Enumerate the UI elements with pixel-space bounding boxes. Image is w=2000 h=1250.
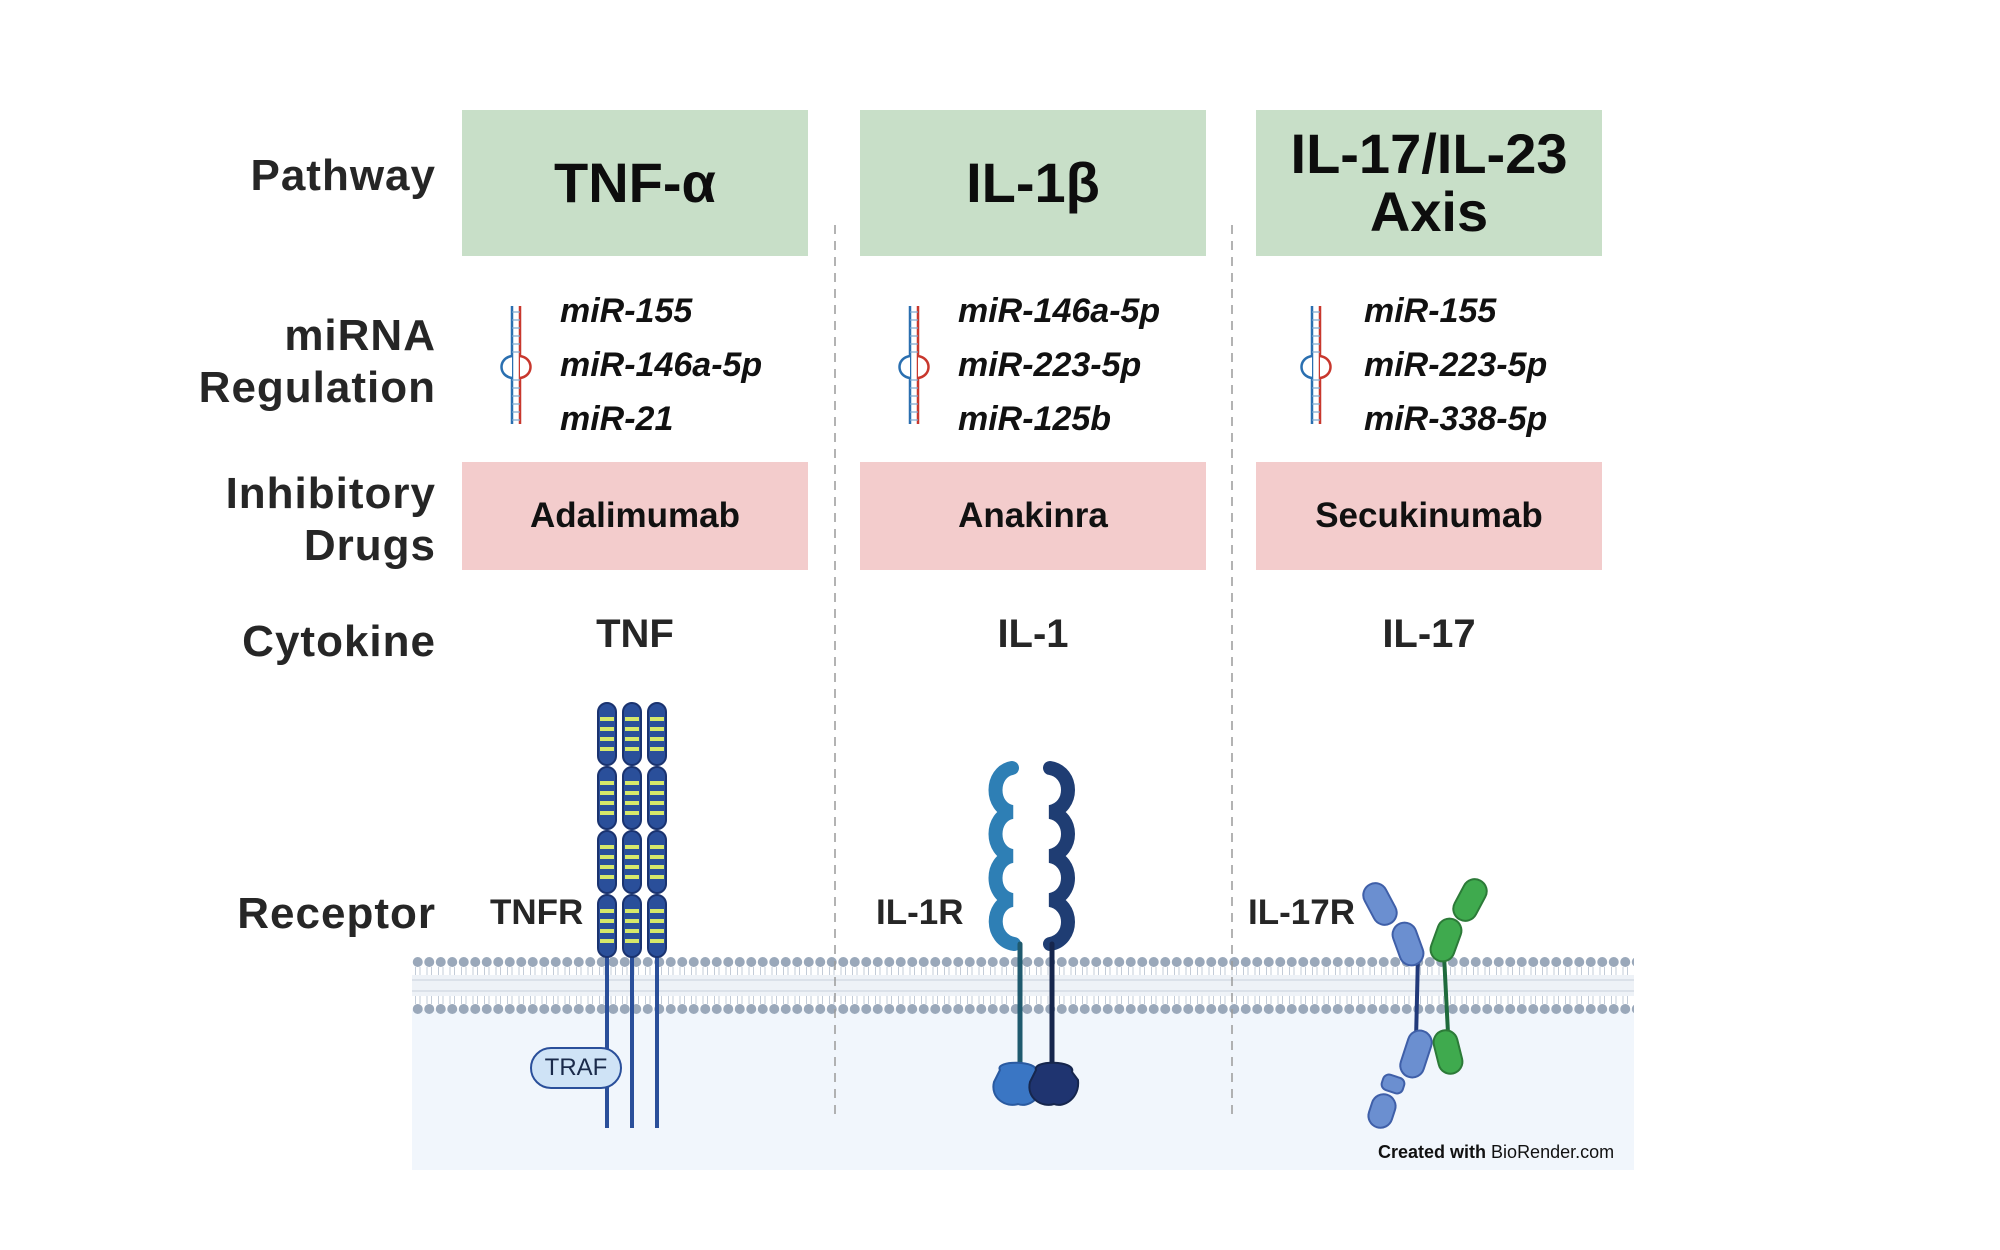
- credit-brand: BioRender.com: [1491, 1142, 1615, 1162]
- row-label-mirna-line1: miRNA: [284, 311, 436, 360]
- pathway-title-il17-line2: Axis: [1369, 180, 1489, 243]
- pathway-title-tnf: TNF-α: [554, 151, 716, 214]
- row-label-drugs-line1: Inhibitory: [225, 469, 436, 518]
- drug-name: Adalimumab: [529, 496, 741, 535]
- receptor-label-il17r: IL-17R: [1248, 893, 1355, 932]
- mirna-item: miR-21: [560, 400, 674, 438]
- mirna-item: miR-125b: [958, 400, 1112, 438]
- mirna-item: miR-223-5p: [1364, 346, 1548, 384]
- mirna-hairpin-icon: [500, 304, 532, 426]
- pathway-title-il1: IL-1β: [966, 151, 1100, 214]
- drug-box-adalimumab: Adalimumab: [462, 462, 808, 570]
- mirna-item: miR-155: [560, 292, 693, 330]
- receptor-label-il1r: IL-1R: [876, 893, 964, 932]
- drug-box-anakinra: Anakinra: [860, 462, 1206, 570]
- mirna-item: miR-155: [1364, 292, 1497, 330]
- cell-membrane: [412, 955, 1634, 1016]
- pathway-box-il17: IL-17/IL-23 Axis: [1256, 110, 1602, 256]
- mirna-item: miR-338-5p: [1364, 400, 1548, 438]
- il17r-receptor: [1362, 878, 1488, 1129]
- mirna-hairpin-icon: [1300, 304, 1332, 426]
- cytokine-tnf: TNF: [596, 612, 674, 656]
- row-label-cytokine: Cytokine: [242, 617, 436, 666]
- row-label-mirna-line2: Regulation: [198, 363, 436, 412]
- row-label-pathway: Pathway: [250, 151, 436, 200]
- cytokine-il1: IL-1: [997, 612, 1069, 656]
- credit-prefix: Created with: [1378, 1142, 1487, 1162]
- drug-box-secukinumab: Secukinumab: [1256, 462, 1602, 570]
- mirna-item: miR-146a-5p: [958, 292, 1161, 330]
- pathway-box-il1: IL-1β: [860, 110, 1206, 256]
- traf-adapter: [530, 1047, 622, 1089]
- row-label-drugs: Inhibitory Drugs: [226, 468, 436, 572]
- il1r-receptor: [988, 761, 1080, 1106]
- mirna-list-il1: miR-146a-5p miR-223-5p miR-125b: [958, 284, 1160, 446]
- row-label-drugs-line2: Drugs: [303, 521, 436, 570]
- tnfr-receptor: [597, 702, 667, 1128]
- drug-name: Anakinra: [958, 496, 1108, 535]
- row-label-receptor: Receptor: [237, 889, 436, 938]
- pathway-box-tnf: TNF-α: [462, 110, 808, 256]
- mirna-item: miR-146a-5p: [560, 346, 763, 384]
- mirna-list-il17: miR-155 miR-223-5p miR-338-5p: [1364, 284, 1547, 446]
- traf-label: TRAF: [544, 1054, 608, 1081]
- mirna-item: miR-223-5p: [958, 346, 1142, 384]
- mirna-hairpin-icon: [898, 304, 930, 426]
- biorender-credit: Created with BioRender.com: [1378, 1142, 1614, 1163]
- pathway-title-il17-line1: IL-17/IL-23: [1290, 122, 1568, 185]
- drug-name: Secukinumab: [1315, 496, 1543, 535]
- row-label-mirna: miRNA Regulation: [199, 310, 436, 414]
- cytokine-il17: IL-17: [1382, 612, 1476, 656]
- receptor-label-tnfr: TNFR: [490, 893, 584, 932]
- mirna-list-tnf: miR-155 miR-146a-5p miR-21: [560, 284, 762, 446]
